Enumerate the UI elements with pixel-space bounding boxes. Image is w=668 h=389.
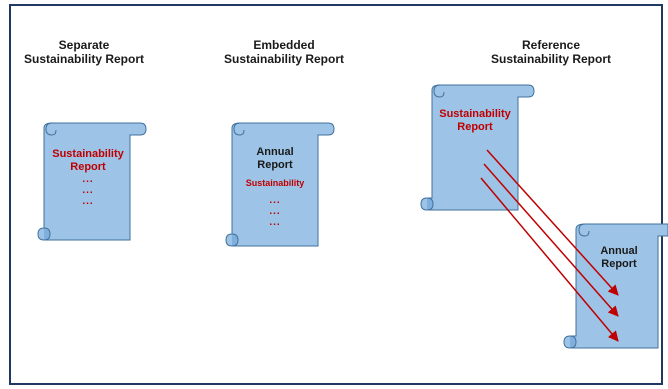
heading-line2: Sustainability Report [223,52,345,66]
ellipsis: ... [269,206,281,217]
scroll-title-2: Report [70,161,106,173]
scroll-subtitle: Sustainability [245,178,305,188]
scroll-title-1: Sustainability [439,108,511,120]
scroll-reference-text: Sustainability Report [432,108,518,134]
arrow-2 [483,163,619,317]
reference-arrows [480,149,619,342]
scroll-title-1: Sustainability [52,148,124,160]
heading-line2: Sustainability Report [23,52,145,66]
ellipsis: ... [269,195,281,206]
scroll-title-1: Annual [256,146,294,158]
scroll-reference [420,84,535,211]
scroll-annual [563,223,668,349]
scroll-annual-text: Annual Report [594,245,644,271]
heading-embedded: Embedded Sustainability Report [214,38,354,66]
scroll-embedded [225,122,335,247]
ellipsis: ... [269,217,281,228]
scroll-separate-text: Sustainability Report ... ... ... [46,148,130,207]
scroll-title-1: Annual [600,245,638,257]
arrow-3 [480,177,619,342]
heading-line1: Separate [58,38,110,52]
heading-line1: Reference [521,38,581,52]
heading-line1: Embedded [253,38,315,52]
ellipsis: ... [82,196,94,207]
scroll-separate [37,122,147,241]
scroll-title-2: Report [257,159,293,171]
scroll-title-2: Report [601,258,637,270]
scroll-title-2: Report [457,121,493,133]
ellipsis: ... [82,185,94,196]
scroll-embedded-text: Annual Report Sustainability ... ... ... [233,146,317,228]
heading-reference: Reference Sustainability Report [481,38,621,66]
ellipsis: ... [82,174,94,185]
heading-line2: Sustainability Report [490,52,612,66]
heading-separate: Separate Sustainability Report [14,38,154,66]
arrow-1 [486,149,619,296]
